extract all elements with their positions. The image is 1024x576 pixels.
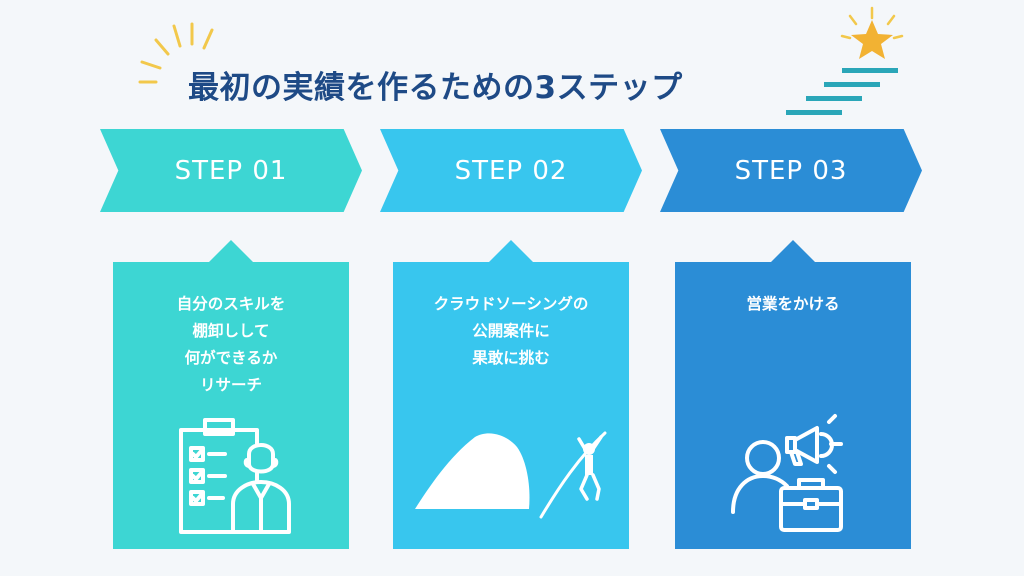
step-01-card: 自分のスキルを 棚卸しして 何ができるか リサーチ bbox=[113, 240, 349, 549]
pole-vault-rock-icon bbox=[415, 431, 607, 519]
step-02-arrow: STEP 02 bbox=[380, 129, 642, 212]
step-03-label: STEP 03 bbox=[734, 155, 848, 186]
step-01-label: STEP 01 bbox=[174, 155, 288, 186]
step-01-description: 自分のスキルを 棚卸しして 何ができるか リサーチ bbox=[176, 295, 286, 394]
step-01-arrow: STEP 01 bbox=[100, 129, 362, 212]
star-stairs-icon bbox=[786, 6, 904, 115]
step-02-card: クラウドソーシングの 公開案件に 果敢に挑む bbox=[393, 240, 629, 549]
step-02-label: STEP 02 bbox=[454, 155, 568, 186]
card-pointer bbox=[771, 240, 815, 262]
step-03-card: 営業をかける bbox=[675, 240, 911, 549]
step-03-arrow: STEP 03 bbox=[660, 129, 922, 212]
person-megaphone-briefcase-icon bbox=[731, 414, 843, 532]
step-02-description: クラウドソーシングの 公開案件に 果敢に挑む bbox=[433, 295, 589, 367]
step-03-description: 営業をかける bbox=[746, 295, 840, 313]
checklist-person-icon bbox=[179, 418, 291, 534]
page-title: 最初の実績を作るための3ステップ bbox=[188, 70, 683, 106]
sparkle-lines-icon bbox=[138, 22, 214, 84]
card-pointer bbox=[209, 240, 253, 262]
card-pointer bbox=[489, 240, 533, 262]
